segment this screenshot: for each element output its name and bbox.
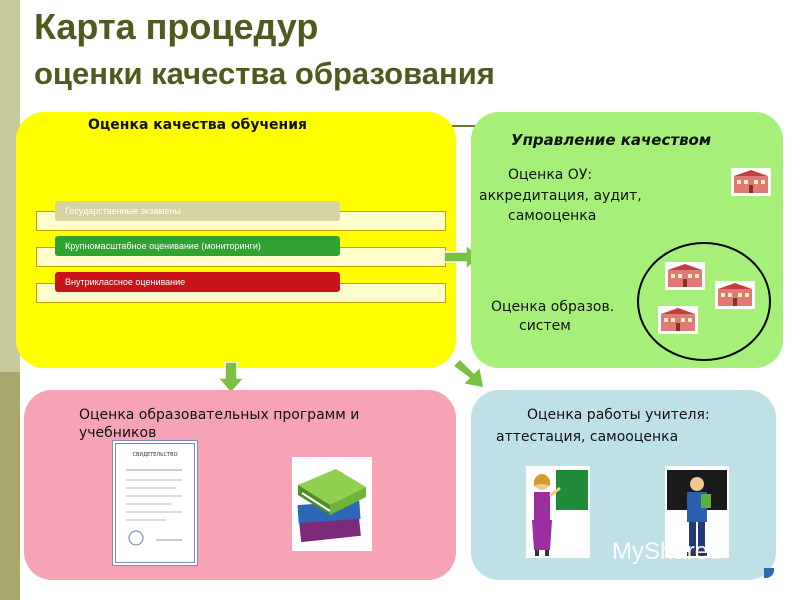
oy-assessment-line3: самооценка bbox=[508, 208, 597, 224]
oy-assessment-label: Оценка ОУ: bbox=[508, 167, 593, 183]
learning-quality-title: Оценка качества обучения bbox=[88, 117, 308, 133]
edu-systems-label: Оценка образов. bbox=[491, 299, 615, 315]
school-building-icon bbox=[715, 281, 755, 309]
school-building-icon bbox=[731, 168, 771, 196]
teacher-line1: Оценка работы учителя: bbox=[527, 407, 710, 423]
page-title: Карта процедур bbox=[34, 6, 319, 47]
left-decor-bar-dark bbox=[0, 372, 20, 600]
teacher-man-icon bbox=[665, 466, 729, 558]
books-icon bbox=[292, 457, 372, 551]
page-subtitle: оценки качества образования bbox=[34, 56, 495, 91]
bar-classroom: Внутриклассное оценивание bbox=[55, 272, 340, 292]
school-building-icon bbox=[665, 262, 705, 290]
teacher-woman-icon bbox=[526, 466, 590, 558]
watermark: MyShared bbox=[612, 538, 722, 565]
bar-monitoring: Крупномасштабное оценивание (мониторинги… bbox=[55, 236, 340, 256]
certificate-title: СВИДЕТЕЛЬСТВО bbox=[132, 452, 178, 458]
edu-systems-line2: систем bbox=[519, 318, 571, 334]
programs-line1: Оценка образовательных программ и bbox=[79, 407, 360, 423]
programs-panel bbox=[24, 390, 456, 580]
school-building-icon bbox=[658, 306, 698, 334]
certificate-lines bbox=[126, 469, 182, 546]
arrow-diagonal-icon bbox=[451, 357, 485, 389]
schools-circle bbox=[637, 242, 771, 361]
bar-state-exams: Государственные экзамены bbox=[55, 201, 340, 221]
corner-decor bbox=[764, 568, 774, 578]
title-underline bbox=[450, 125, 480, 127]
programs-line2: учебников bbox=[79, 425, 157, 441]
arrow-down-icon bbox=[217, 362, 245, 394]
certificate-image: СВИДЕТЕЛЬСТВО bbox=[112, 440, 198, 566]
oy-assessment-line2: аккредитация, аудит, bbox=[479, 188, 642, 204]
teacher-line2: аттестация, самооценка bbox=[496, 429, 679, 445]
quality-management-title: Управление качеством bbox=[511, 131, 712, 149]
